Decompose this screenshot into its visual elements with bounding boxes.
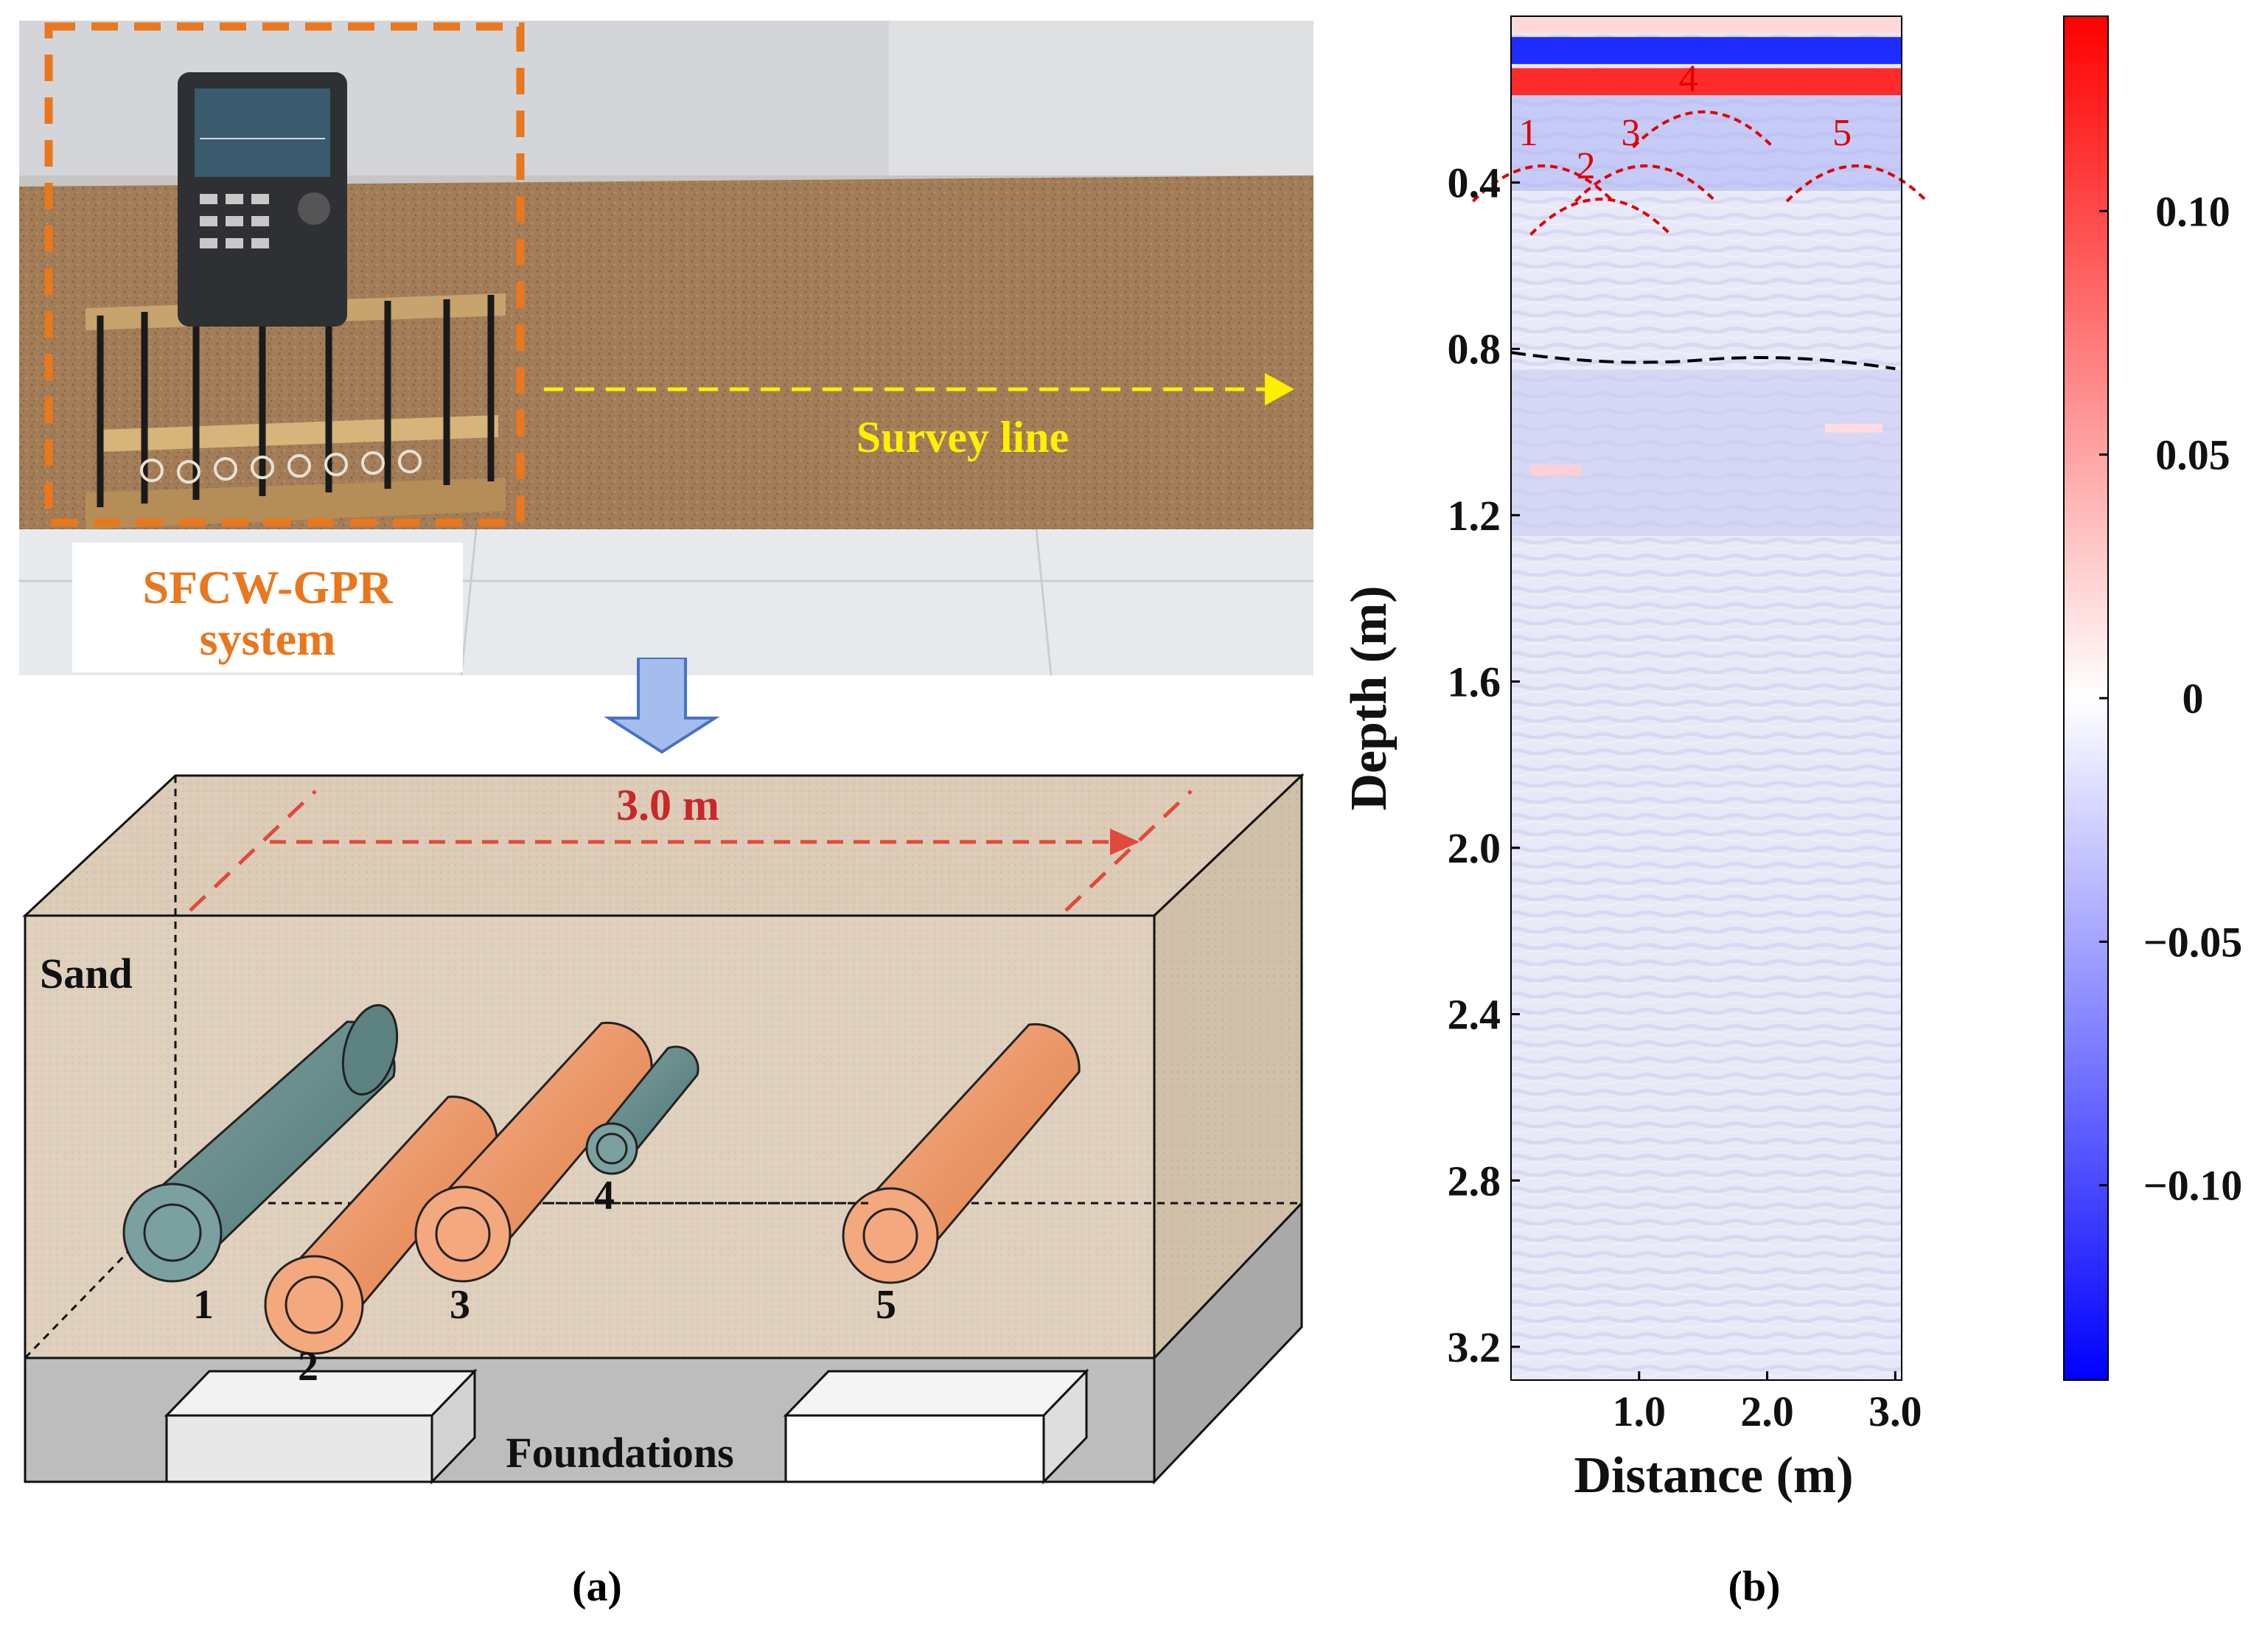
distance-label: 3.0 m [616,781,719,829]
colorbar-tick-label: 0.10 [2155,187,2230,235]
hyperbola-label-2: 2 [1577,145,1596,187]
hyperbola-5 [1785,164,1928,203]
sand-label: Sand [40,950,133,997]
y-tick-label: 1.6 [1448,658,1501,706]
vna-device [178,72,347,327]
x-tick-label: 2.0 [1740,1387,1794,1435]
bscan-field [1511,16,1902,1380]
panel-label-b: (b) [1728,1562,1781,1610]
y-tick-label: 3.2 [1448,1323,1501,1371]
hyperbola-label-3: 3 [1621,112,1640,154]
pipe-number-1: 1 [193,1282,214,1328]
hyperbola-label-5: 5 [1832,112,1852,154]
pipe-number-5: 5 [876,1282,896,1328]
colorbar-tick-label: −0.05 [2143,918,2243,966]
colorbar-tick-label: 0.05 [2155,431,2230,479]
y-tick-label: 2.4 [1448,991,1501,1039]
system-label-box [72,543,463,672]
pipe-4 [585,1045,699,1175]
y-tick-label: 1.2 [1448,492,1501,540]
pipe-number-4: 4 [594,1173,615,1219]
x-axis-label: Distance (m) [1574,1447,1853,1504]
reflection-spot [1824,423,1883,433]
sandbox-schematic: 3.0 m Sand Foundations 1 2 3 4 5 [22,773,1305,1485]
system-label-line2: system [200,613,336,665]
hyperbola-label-1: 1 [1518,112,1538,154]
colorbar-tick-label: 0 [2182,675,2204,722]
survey-arrow-head [1265,373,1294,405]
pipe-5 [842,1023,1081,1284]
surface-band-top [1511,16,1902,33]
hyperbola-label-4: 4 [1679,58,1698,100]
pipe-number-3: 3 [450,1282,470,1328]
y-tick-label: 2.0 [1448,824,1501,872]
panel-label-a: (a) [572,1562,622,1610]
pipe-2 [264,1096,498,1355]
x-tick-label: 3.0 [1869,1387,1922,1435]
y-tick-label: 0.8 [1448,325,1501,373]
x-tick-label: 1.0 [1613,1387,1667,1435]
hyperbola-4 [1632,110,1775,149]
distance-arrow-head [1110,829,1140,855]
pipe-1 [122,1003,399,1283]
pipe-3 [414,1021,653,1283]
system-label-line1: SFCW-GPR [143,561,394,613]
direct-wave-red [1511,68,1902,96]
direct-wave-blue [1511,37,1902,64]
pipe-number-2: 2 [298,1344,318,1390]
plot-frame [1510,15,1902,1381]
y-axis-label: Depth (m) [1341,585,1398,810]
down-arrow-icon [604,658,720,754]
hyperbola-2 [1529,198,1672,236]
colorbar-tick-label: −0.10 [2143,1162,2243,1210]
layer-zone [1511,369,1902,537]
hyperbola-3 [1574,164,1717,203]
system-frame [44,22,525,527]
survey-photo: SFCW-GPR system Survey line [19,21,1313,675]
y-tick-label: 2.8 [1448,1157,1501,1205]
reflection-spot [1530,465,1582,476]
y-tick-label: 0.4 [1448,159,1501,207]
interface-line [1510,351,1896,371]
hyperbola-1 [1472,164,1614,203]
survey-line-label: Survey line [856,413,1069,462]
foundations-label: Foundations [506,1429,733,1477]
